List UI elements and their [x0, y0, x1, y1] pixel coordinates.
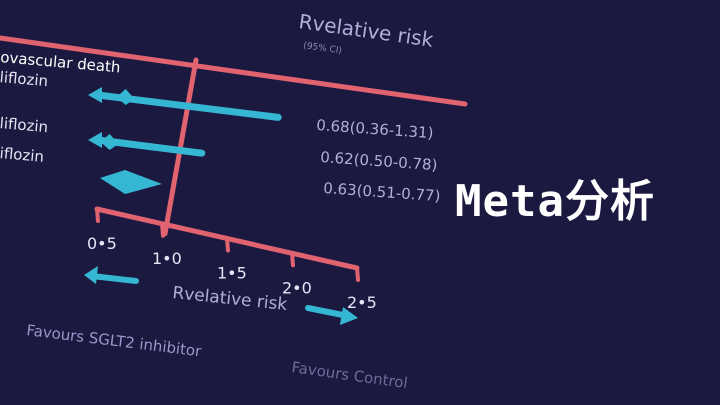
- row-label: iflozin: [0, 144, 45, 166]
- x-tick-mark: [225, 236, 230, 253]
- x-tick-mark: [160, 221, 165, 238]
- ci-text: 0.68(0.36-1.31): [316, 116, 434, 142]
- x-tick-label: 2•5: [347, 293, 377, 312]
- row-label: liflozin: [0, 68, 49, 90]
- row-label: liflozin: [0, 114, 49, 136]
- favours-right-arrow: [305, 305, 358, 325]
- reference-line: [162, 57, 199, 237]
- x-axis-ticks: 0•5 1•0 1•5 2•0 2•5: [87, 207, 377, 312]
- x-tick-mark: [95, 207, 100, 223]
- ci-text: 0.63(0.51-0.77): [323, 179, 441, 205]
- x-axis-label: Rvelative risk: [171, 283, 288, 315]
- page-title: Meta分析: [455, 176, 655, 227]
- x-tick-label: 0•5: [87, 234, 117, 253]
- x-tick-mark: [355, 266, 360, 282]
- x-tick-label: 1•5: [217, 264, 247, 283]
- ci-arrow-mark: [88, 87, 282, 121]
- ci-text: 0.62(0.50-0.78): [320, 148, 438, 174]
- ci-arrow-mark: [88, 132, 206, 157]
- chart-subtitle: (95% CI): [303, 41, 343, 56]
- estimate-marks: [88, 87, 282, 194]
- ci-texts: 0.68(0.36-1.31) 0.62(0.50-0.78) 0.63(0.51-…: [316, 116, 441, 205]
- x-tick-label: 2•0: [282, 278, 312, 297]
- x-tick-mark: [290, 251, 295, 268]
- header-rule: [0, 35, 468, 107]
- favours-right-label: Favours Control: [290, 358, 408, 392]
- row-labels: liflozin liflozin iflozin: [0, 68, 49, 166]
- pooled-diamond-mark: [100, 170, 162, 194]
- x-tick-label: 1•0: [152, 249, 182, 268]
- favours-left-arrow: [84, 266, 139, 284]
- favours-left-label: Favours SGLT2 inhibitor: [26, 321, 204, 360]
